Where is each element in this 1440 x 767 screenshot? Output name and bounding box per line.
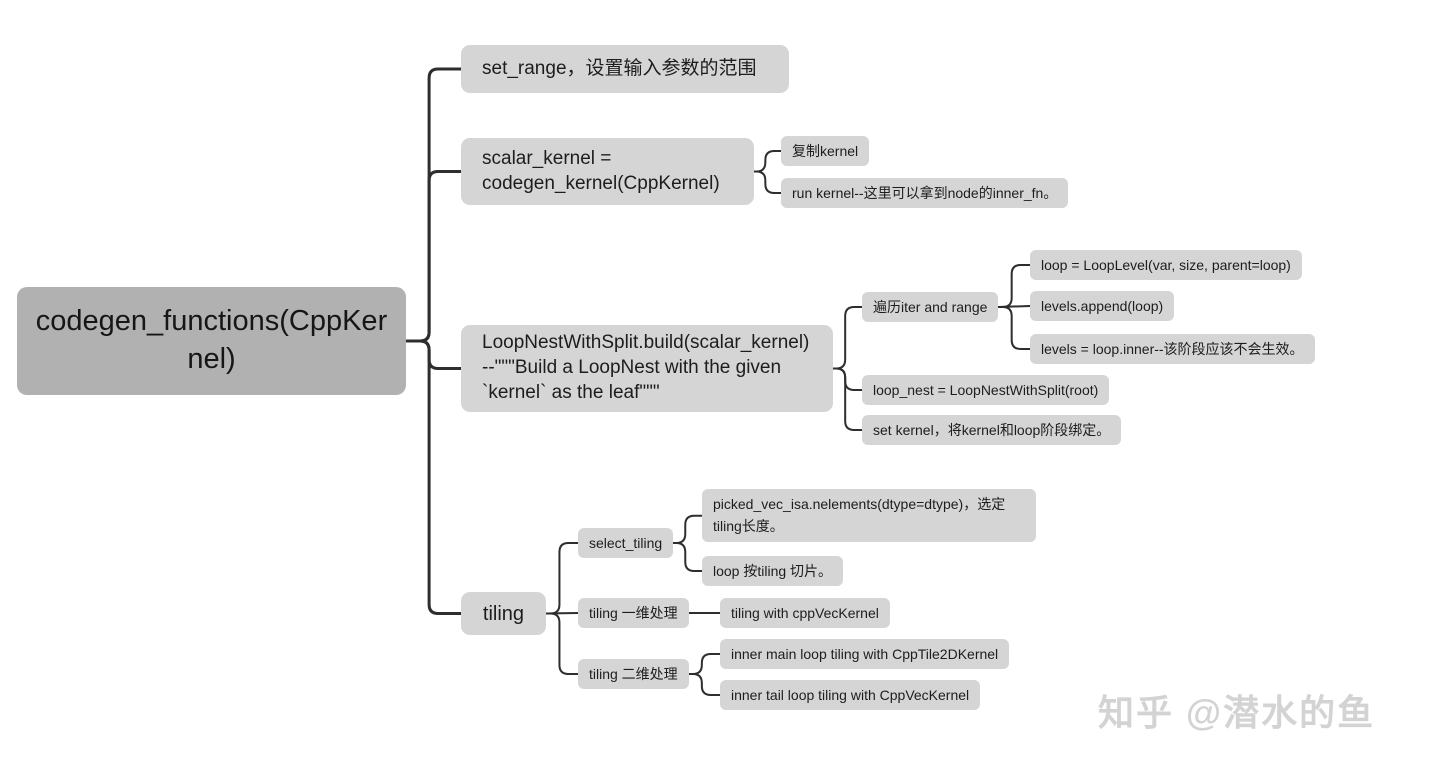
connector-select_tiling-loop_slice bbox=[672, 542, 703, 572]
node-run-kernel[interactable]: run kernel--这里可以拿到node的inner_fn。 bbox=[781, 178, 1069, 208]
node-tiling-1d-veckernel[interactable]: tiling with cppVecKernel bbox=[720, 598, 890, 628]
connector-root-scalar_kernel bbox=[404, 170, 463, 343]
connector-root-set_range bbox=[404, 67, 463, 343]
watermark: 知乎 @潜水的鱼 bbox=[1098, 692, 1376, 733]
node-set-range[interactable]: set_range，设置输入参数的范围 bbox=[461, 45, 789, 93]
node-loop-slice[interactable]: loop 按tiling 切片。 bbox=[702, 556, 844, 586]
connector-loopnest-iter_range bbox=[832, 306, 863, 370]
node-loop-nest-root[interactable]: loop_nest = LoopNestWithSplit(root) bbox=[862, 375, 1110, 405]
node-tiling-2d-main-loop[interactable]: inner main loop tiling with CppTile2DKer… bbox=[720, 639, 1010, 669]
node-levels-append[interactable]: levels.append(loop) bbox=[1030, 291, 1175, 321]
connector-tiling_2d-tiling_2d_tail bbox=[687, 673, 721, 696]
node-copy-kernel[interactable]: 复制kernel bbox=[781, 136, 870, 166]
node-select-tiling[interactable]: select_tiling bbox=[578, 528, 674, 558]
connector-root-tiling bbox=[404, 339, 463, 615]
node-tiling[interactable]: tiling bbox=[461, 592, 546, 635]
node-tiling-2d[interactable]: tiling 二维处理 bbox=[578, 659, 689, 689]
connector-select_tiling-picked_vec bbox=[672, 514, 703, 544]
connector-scalar_kernel-copy_kernel bbox=[753, 150, 782, 173]
connector-loopnest-set_kernel bbox=[832, 367, 863, 431]
node-iter-range[interactable]: 遍历iter and range bbox=[862, 292, 999, 322]
connector-iter_range-levels_inner bbox=[997, 306, 1031, 350]
node-picked-vec-isa[interactable]: picked_vec_isa.nelements(dtype=dtype)，选定… bbox=[702, 489, 1036, 543]
connector-root-loopnest bbox=[404, 339, 463, 370]
connector-scalar_kernel-run_kernel bbox=[753, 170, 782, 194]
node-root[interactable]: codegen_functions(CppKernel) bbox=[17, 287, 406, 395]
connector-tiling-select_tiling bbox=[545, 542, 579, 615]
connector-iter_range-loop_level bbox=[997, 264, 1031, 308]
connector-tiling-tiling_2d bbox=[545, 612, 579, 675]
node-tiling-2d-tail-loop[interactable]: inner tail loop tiling with CppVecKernel bbox=[720, 680, 981, 710]
connector-loopnest-loop_nest_root bbox=[832, 367, 863, 391]
node-tiling-1d[interactable]: tiling 一维处理 bbox=[578, 598, 689, 628]
node-set-kernel[interactable]: set kernel，将kernel和loop阶段绑定。 bbox=[862, 415, 1122, 445]
node-loopnest-build[interactable]: LoopNestWithSplit.build(scalar_kernel)--… bbox=[461, 325, 833, 412]
connector-tiling_2d-tiling_2d_main bbox=[687, 653, 721, 675]
node-levels-inner[interactable]: levels = loop.inner--该阶段应该不会生效。 bbox=[1030, 334, 1315, 364]
node-loop-level[interactable]: loop = LoopLevel(var, size, parent=loop) bbox=[1030, 250, 1302, 280]
node-scalar-kernel[interactable]: scalar_kernel = codegen_kernel(CppKernel… bbox=[461, 138, 754, 205]
